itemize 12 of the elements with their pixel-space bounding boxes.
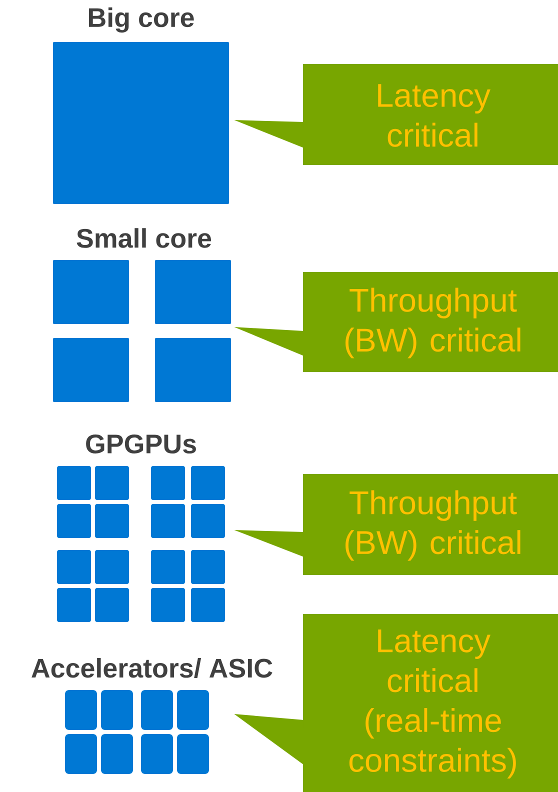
- group-heading: Accelerators/ ASIC: [32, 658, 272, 678]
- callout-box: Latency critical (real-time constraints): [303, 614, 558, 792]
- callout-pointer: [234, 327, 304, 356]
- group-heading: Small core: [76, 228, 212, 248]
- callout-box: Latency critical: [303, 64, 558, 165]
- callout-pointer: [234, 714, 304, 765]
- callout-pointer: [234, 530, 304, 557]
- callout-box: Throughput (BW) critical: [303, 272, 558, 372]
- group-heading: Big core: [88, 7, 194, 33]
- callout-box: Throughput (BW) critical: [303, 474, 558, 575]
- callout-pointer: [234, 120, 304, 148]
- group-heading: GPGPUs: [86, 434, 196, 454]
